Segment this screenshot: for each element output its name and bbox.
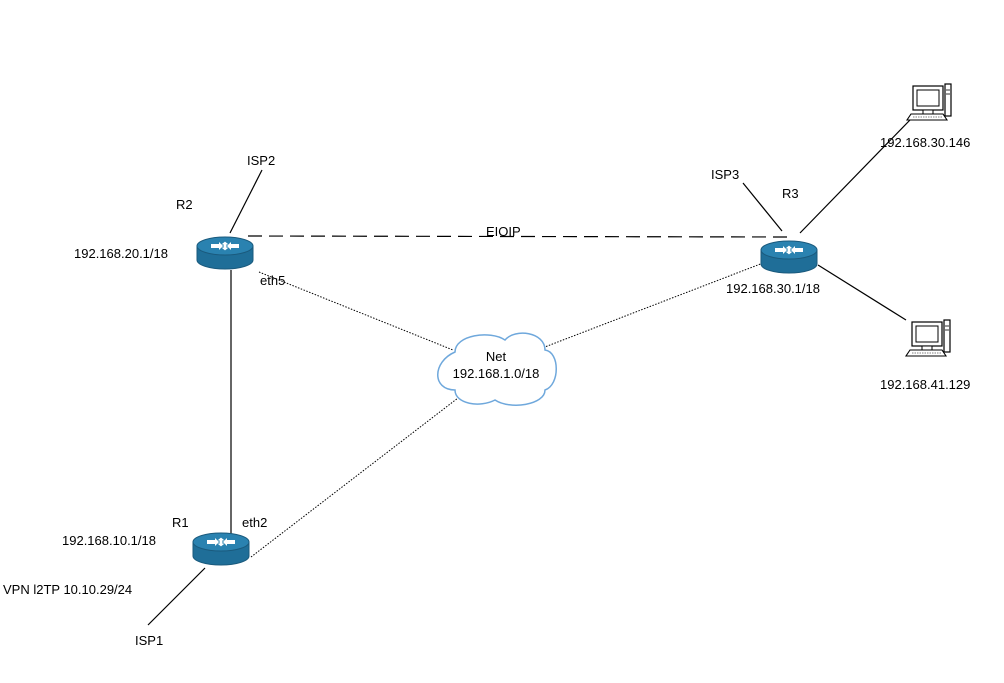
router-r3-icon bbox=[760, 240, 818, 274]
isp3-label: ISP3 bbox=[711, 167, 739, 182]
net-name: Net bbox=[486, 349, 507, 364]
link-r1-net bbox=[250, 397, 459, 558]
link-r3-net bbox=[536, 262, 764, 351]
host-pc-icon bbox=[905, 319, 951, 357]
net-subnet: 192.168.1.0/18 bbox=[453, 366, 540, 381]
host-ip-label: 192.168.41.129 bbox=[880, 377, 970, 392]
router-r2-icon bbox=[196, 236, 254, 270]
r1-port-label: eth2 bbox=[242, 515, 267, 530]
router-r1-icon bbox=[192, 532, 250, 566]
r3-ip-label: 192.168.30.1/18 bbox=[726, 281, 820, 296]
link-r2-isp2 bbox=[229, 169, 263, 234]
r2-label: R2 bbox=[176, 197, 193, 212]
link-r3-host1 bbox=[799, 119, 911, 234]
isp1-label: ISP1 bbox=[135, 633, 163, 648]
vpn-label: VPN l2TP 10.10.29/24 bbox=[3, 582, 132, 597]
link-r2-net bbox=[258, 271, 454, 351]
link-r3-isp3 bbox=[742, 182, 783, 232]
r1-ip-label: 192.168.10.1/18 bbox=[62, 533, 156, 548]
tunnel-label: EIOIP bbox=[486, 224, 521, 239]
host-ip-label: 192.168.30.146 bbox=[880, 135, 970, 150]
r2-ip-label: 192.168.20.1/18 bbox=[74, 246, 168, 261]
net-cloud bbox=[437, 332, 557, 406]
isp2-label: ISP2 bbox=[247, 153, 275, 168]
r1-label: R1 bbox=[172, 515, 189, 530]
tunnel-line bbox=[247, 235, 791, 238]
link-r1-isp1 bbox=[147, 567, 206, 626]
r2-port-label: eth5 bbox=[260, 273, 285, 288]
host-pc-icon bbox=[906, 83, 952, 121]
link-r3-host2 bbox=[817, 264, 907, 321]
r3-label: R3 bbox=[782, 186, 799, 201]
